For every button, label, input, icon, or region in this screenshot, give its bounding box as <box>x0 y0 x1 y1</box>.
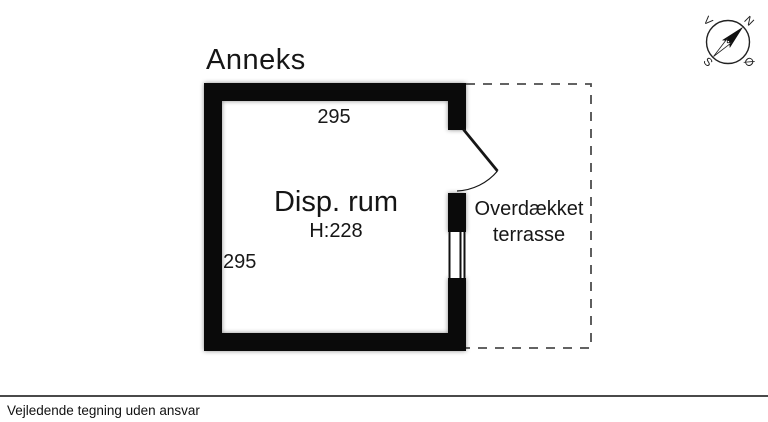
page-title: Anneks <box>206 44 306 76</box>
wall-left <box>204 83 222 351</box>
dimension-depth: 295 <box>223 251 257 273</box>
dimension-width: 295 <box>317 106 351 128</box>
wall-right-upper <box>448 83 466 130</box>
door-symbol <box>456 128 499 192</box>
compass-needle-north <box>721 26 744 49</box>
terrace-dashed-outline <box>466 83 592 349</box>
room-ceiling-height-label: H:228 <box>309 220 363 242</box>
terrace-label: Overdækket terrasse <box>474 198 584 246</box>
walls <box>204 83 466 351</box>
window-symbol <box>448 232 466 278</box>
wall-bottom <box>204 333 466 351</box>
compass-needle-south <box>713 37 733 57</box>
room-name-label: Disp. rum <box>273 186 399 218</box>
wall-right-lower <box>448 278 466 351</box>
wall-right-middle <box>448 193 466 232</box>
compass-rose: N Ø S V <box>701 14 756 70</box>
window-opening <box>448 232 466 278</box>
door-swing-arc <box>456 170 498 192</box>
footer-divider <box>0 395 768 397</box>
wall-top <box>204 83 466 101</box>
door-leaf <box>462 128 499 172</box>
footer-disclaimer: Vejledende tegning uden ansvar <box>7 403 200 418</box>
